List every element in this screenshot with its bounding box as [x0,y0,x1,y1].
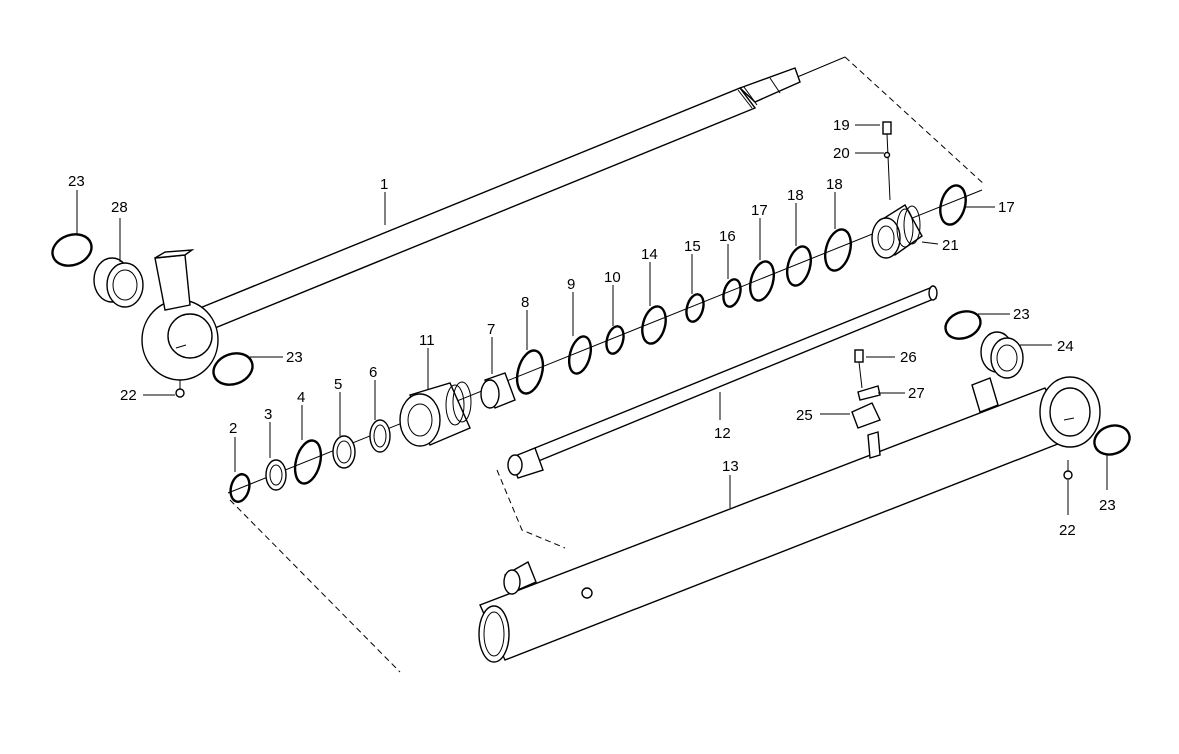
label-17-right: 17 [998,199,1015,216]
label-19: 19 [833,117,850,134]
label-4: 4 [297,389,305,406]
label-22-left: 22 [120,387,137,404]
label-7: 7 [487,321,495,338]
label-10: 10 [604,269,621,286]
label-3: 3 [264,406,272,423]
label-27: 27 [908,385,925,402]
label-11: 11 [419,332,435,349]
grease-nipple-left [175,380,185,398]
label-15: 15 [684,238,701,255]
label-28: 28 [111,199,128,216]
label-1: 1 [380,176,388,193]
label-24: 24 [1057,338,1074,355]
label-8: 8 [521,294,529,311]
leader-lines [76,124,1108,515]
rod-eye-bushing [93,257,144,308]
label-23-left-top: 23 [68,173,85,190]
label-23-left-bottom: 23 [286,349,303,366]
oil-pipe [507,285,938,479]
seal-ring-23-left-top [51,233,93,267]
barrel-bushing [980,331,1024,379]
label-22-right: 22 [1059,522,1076,539]
label-16: 16 [719,228,736,245]
cylinder-barrel [478,376,1101,663]
piston [871,204,923,259]
label-20: 20 [833,145,850,162]
label-23-right-bottom: 23 [1099,497,1116,514]
label-13: 13 [722,458,739,475]
set-screw [882,121,892,201]
label-26: 26 [900,349,917,366]
seal-ring-23-left-bottom [212,352,254,386]
rod-assembly-axis [227,56,983,494]
label-21: 21 [942,237,959,254]
label-23-right-top: 23 [1013,306,1030,323]
seal-ring-23-right-top [944,310,982,340]
piston-rod [141,67,801,381]
assembly-guide-lines [229,56,986,673]
pipe-clamp [851,349,881,429]
grease-nipple-right [1063,460,1073,480]
seal-rings-group [229,184,967,503]
callout-labels: 1 2 3 4 5 6 11 7 8 9 10 14 15 16 17 18 1… [68,117,1116,539]
label-9: 9 [567,276,575,293]
label-17-left: 17 [751,202,768,219]
cylinder-head [399,381,472,447]
label-5: 5 [334,376,342,393]
label-18-left: 18 [787,187,804,204]
label-18-right: 18 [826,176,843,193]
sleeve [480,372,516,409]
label-14: 14 [641,246,658,263]
label-12: 12 [714,425,731,442]
seal-ring-23-right-bottom [1093,424,1131,456]
label-6: 6 [369,364,377,381]
label-2: 2 [229,420,237,437]
label-25: 25 [796,407,813,424]
